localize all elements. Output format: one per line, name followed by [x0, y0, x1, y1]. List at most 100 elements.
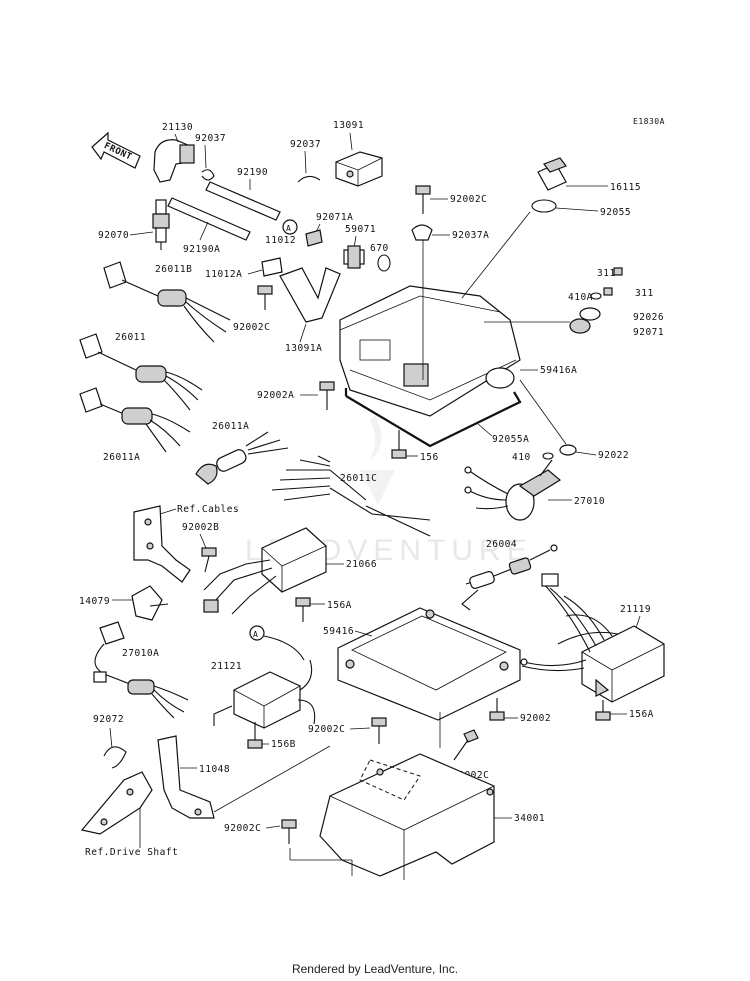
- bolt-92002: [489, 698, 505, 721]
- label-59416: 59416: [323, 626, 354, 637]
- label-311-b: 311: [635, 288, 654, 299]
- label-16115: 16115: [610, 182, 641, 193]
- fuse-26004: [461, 544, 558, 611]
- o-ring-670: [377, 254, 391, 272]
- clip-92037: [201, 169, 215, 181]
- label-11048: 11048: [199, 764, 230, 775]
- label-92055A: 92055A: [492, 434, 529, 445]
- label-21121: 21121: [211, 661, 242, 672]
- switch-27010A: [93, 621, 189, 719]
- label-92055: 92055: [600, 207, 631, 218]
- clip-92072: [103, 746, 127, 769]
- bolt-156: [391, 430, 407, 459]
- front-arrow-icon: FRONT: [91, 131, 141, 169]
- label-13091: 13091: [333, 120, 364, 131]
- regulator-21066: [203, 527, 327, 615]
- label-27010: 27010: [574, 496, 605, 507]
- label-92002C-top: 92002C: [450, 194, 487, 205]
- gasket-92055A: [345, 391, 522, 448]
- label-156: 156: [420, 452, 439, 463]
- bolt-92002C-3: [453, 729, 479, 761]
- label-92037A: 92037A: [452, 230, 489, 241]
- callout-a-bottom: [249, 625, 265, 641]
- bolt-92002B: [201, 547, 217, 573]
- label-92190: 92190: [237, 167, 268, 178]
- gasket-11012A: [261, 257, 283, 277]
- bolt-92002C-2: [371, 717, 387, 744]
- bracket-34001: [319, 753, 495, 880]
- bracket-11048: [157, 735, 215, 819]
- grommet-92071A: [305, 229, 323, 247]
- switch-14079: [131, 585, 169, 621]
- label-92002C-2: 92002C: [308, 724, 345, 735]
- harness-26011A-1: [79, 387, 191, 453]
- clip-92037-b: [297, 175, 321, 183]
- label-410: 410: [512, 452, 531, 463]
- label-21119: 21119: [620, 604, 651, 615]
- bolt-92002A: [319, 381, 335, 410]
- label-92071: 92071: [633, 327, 664, 338]
- label-670: 670: [370, 243, 389, 254]
- spark-plug-92070: [152, 199, 170, 250]
- label-92002A: 92002A: [257, 390, 294, 401]
- washer-410: [542, 452, 554, 460]
- label-92002C-4: 92002C: [224, 823, 261, 834]
- watermark-logo: [360, 415, 395, 505]
- label-311-a: 311: [597, 268, 616, 279]
- harness-26011C: [271, 455, 431, 537]
- label-27010A: 27010A: [122, 648, 159, 659]
- label-92002: 92002: [520, 713, 551, 724]
- label-92071A: 92071A: [316, 212, 353, 223]
- label-156A-2: 156A: [629, 709, 654, 720]
- label-92072: 92072: [93, 714, 124, 725]
- label-92026: 92026: [633, 312, 664, 323]
- label-26011A-2: 26011A: [212, 421, 249, 432]
- label-92037-a: 92037: [195, 133, 226, 144]
- harness-26011B: [103, 261, 231, 343]
- footer-credit: Rendered by LeadVenture, Inc.: [291, 962, 459, 976]
- label-14079: 14079: [79, 596, 110, 607]
- o-ring-92055: [531, 199, 557, 213]
- washer-92022: [559, 444, 577, 456]
- callout-a-bottom-text: A: [253, 630, 258, 639]
- fitting-59071: [343, 245, 365, 269]
- plug-cap-21130: [153, 139, 195, 183]
- electrical-box-59416A: [339, 285, 521, 417]
- label-34001: 34001: [514, 813, 545, 824]
- harness-26011: [79, 333, 203, 411]
- nut-311-b: [603, 287, 613, 296]
- label-92037-b: 92037: [290, 139, 321, 150]
- bracket-ref-cables: [133, 505, 191, 583]
- bolt-92002C-4: [281, 819, 297, 844]
- label-21130: 21130: [162, 122, 193, 133]
- grommet-92071: [569, 318, 591, 334]
- bolt-156A-1: [295, 597, 311, 622]
- diagram-code: E1830A: [633, 117, 665, 126]
- label-59416A: 59416A: [540, 365, 577, 376]
- label-156B: 156B: [271, 739, 296, 750]
- switch-27010: [464, 459, 562, 521]
- base-plate-59416: [337, 607, 521, 721]
- label-92070: 92070: [98, 230, 129, 241]
- label-26004: 26004: [486, 539, 517, 550]
- label-410A: 410A: [568, 292, 593, 303]
- label-92002B: 92002B: [182, 522, 219, 533]
- bracket-drive-shaft: [80, 771, 153, 835]
- label-11012A: 11012A: [205, 269, 242, 280]
- tube-92190: [167, 181, 281, 241]
- label-26011A-1: 26011A: [103, 452, 140, 463]
- bracket-13091A: [279, 267, 341, 323]
- bracket-13091: [335, 151, 383, 187]
- washer-410A: [590, 292, 602, 300]
- callout-a-top: [282, 219, 298, 235]
- label-59071: 59071: [345, 224, 376, 235]
- ref-cables: Ref.Cables: [177, 504, 239, 515]
- label-11012: 11012: [265, 235, 296, 246]
- label-92002C-1: 92002C: [233, 322, 270, 333]
- label-156A-1: 156A: [327, 600, 352, 611]
- label-21066: 21066: [346, 559, 377, 570]
- ref-drive-shaft: Ref.Drive Shaft: [85, 847, 178, 858]
- label-92022: 92022: [598, 450, 629, 461]
- label-26011B: 26011B: [155, 264, 192, 275]
